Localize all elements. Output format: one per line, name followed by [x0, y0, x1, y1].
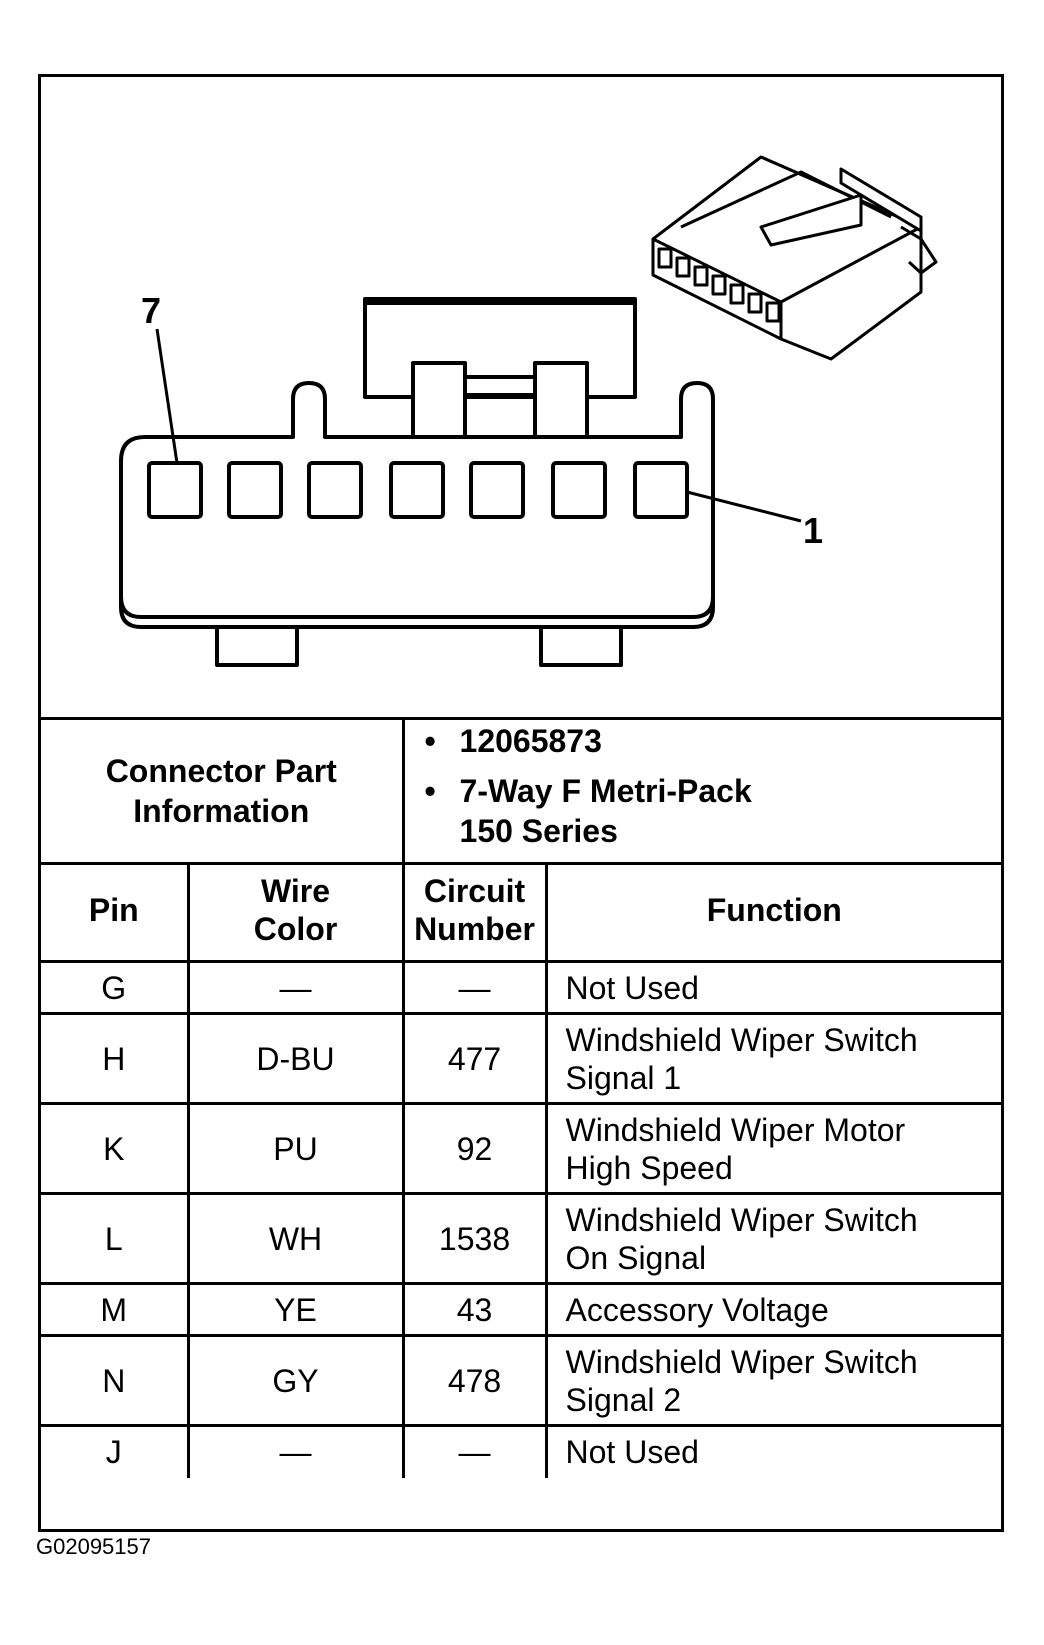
table-row: G — — Not Used — [41, 961, 1002, 1015]
label-line-2: Information — [133, 793, 310, 829]
connector-info-table: Connector Part Information 12065873 7-Wa… — [41, 717, 1002, 1478]
circuit-cell: — — [401, 1425, 548, 1478]
figure-code: G02095157 — [36, 1534, 151, 1559]
wire-color-cell: WH — [186, 1193, 405, 1285]
connector-part-info-label: Connector Part Information — [41, 717, 405, 865]
table-header-row: Pin Wire Color Circuit Number Function — [41, 863, 1002, 963]
header-function: Function — [544, 863, 1002, 963]
header-circuit-number: Circuit Number — [401, 863, 548, 963]
wire-color-cell: D-BU — [186, 1013, 405, 1105]
pin-7-leader — [155, 328, 179, 464]
pin-cavities — [147, 461, 689, 519]
connector-housing — [119, 381, 715, 619]
part-description: 7-Way F Metri-Pack 150 Series — [425, 771, 1001, 851]
circuit-cell: 92 — [401, 1103, 548, 1195]
table-row: J — — Not Used — [41, 1425, 1002, 1478]
pin-1-leader — [686, 490, 802, 523]
header-pin: Pin — [41, 863, 190, 963]
wire-color-cell: — — [186, 961, 405, 1015]
part-number: 12065873 — [425, 721, 1001, 761]
function-cell: Not Used — [544, 961, 1002, 1015]
wire-color-cell: — — [186, 1425, 405, 1478]
wire-color-cell: PU — [186, 1103, 405, 1195]
description-line-1: 7-Way F Metri-Pack — [459, 773, 752, 809]
description-line-2: 150 Series — [459, 813, 618, 849]
pin-cell: K — [41, 1103, 190, 1195]
connector-part-info-value: 12065873 7-Way F Metri-Pack 150 Series — [401, 717, 1002, 865]
circuit-cell: 477 — [401, 1013, 548, 1105]
pin-cell: N — [41, 1335, 190, 1427]
wire-color-cell: GY — [186, 1335, 405, 1427]
pin-cell: M — [41, 1283, 190, 1337]
circuit-cell: 1538 — [401, 1193, 548, 1285]
pin-1-label: 1 — [803, 510, 823, 551]
document-frame: 7 1 Connector Part Information 12065873 … — [38, 74, 1004, 1532]
pin-cell: L — [41, 1193, 190, 1285]
pin-cell: G — [41, 961, 190, 1015]
function-cell: Accessory Voltage — [544, 1283, 1002, 1337]
function-cell: Not Used — [544, 1425, 1002, 1478]
circuit-cell: 43 — [401, 1283, 548, 1337]
pin-cell: H — [41, 1013, 190, 1105]
connector-foot-left — [215, 625, 299, 667]
pin-cell: J — [41, 1425, 190, 1478]
connector-latch — [363, 297, 637, 439]
pin-7-label: 7 — [141, 290, 161, 331]
connector-part-info-row: Connector Part Information 12065873 7-Wa… — [41, 717, 1002, 865]
connector-isometric-view — [651, 155, 938, 361]
connector-foot-right — [539, 625, 623, 667]
circuit-cell: 478 — [401, 1335, 548, 1427]
table-row: M YE 43 Accessory Voltage — [41, 1283, 1002, 1337]
wire-color-cell: YE — [186, 1283, 405, 1337]
circuit-cell: — — [401, 961, 548, 1015]
label-line-1: Connector Part — [105, 753, 337, 789]
connector-diagram: 7 1 — [119, 155, 938, 667]
header-wire-color: Wire Color — [186, 863, 405, 963]
